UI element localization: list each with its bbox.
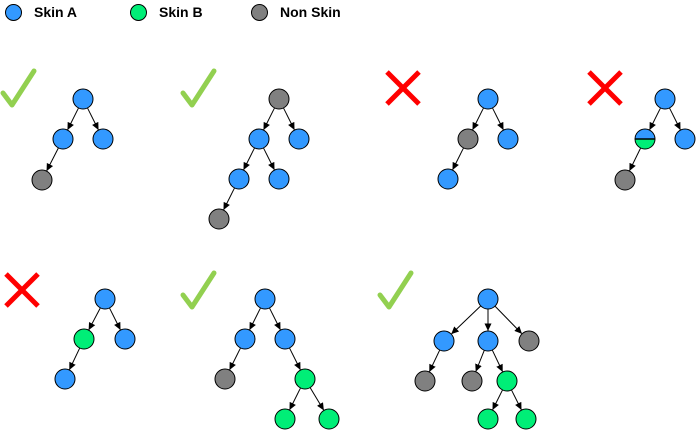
valid-check-icon bbox=[0, 68, 37, 108]
legend-non-skin-label: Non Skin bbox=[280, 4, 341, 20]
tree-node-skin-a bbox=[72, 88, 94, 110]
tree-4 bbox=[587, 70, 696, 191]
tree-node-skin-b bbox=[274, 408, 296, 430]
tree-2 bbox=[180, 68, 310, 230]
tree-edge bbox=[88, 307, 101, 331]
tree-edge bbox=[429, 349, 441, 372]
tree-edge bbox=[67, 107, 79, 131]
tree-node-skin-a bbox=[94, 288, 116, 310]
tree-node-skin-b bbox=[477, 408, 499, 430]
valid-check-icon bbox=[377, 270, 414, 310]
tree-node-skin-b bbox=[496, 370, 518, 392]
tree-node-skin-a bbox=[274, 328, 296, 350]
legend-non-skin-swatch bbox=[251, 3, 268, 21]
tree-3 bbox=[385, 70, 519, 190]
tree-node-skin-a bbox=[477, 330, 499, 352]
tree-node-non-skin bbox=[461, 370, 483, 392]
legend-skin-a-label: Skin A bbox=[34, 4, 78, 20]
tree-node-non-skin bbox=[614, 169, 636, 191]
legend-skin-b-label: Skin B bbox=[159, 4, 203, 20]
tree-node-skin-b bbox=[294, 368, 316, 390]
tree-node-skin-a bbox=[234, 328, 256, 350]
tree-edge bbox=[269, 307, 281, 331]
tree-node-non-skin bbox=[457, 128, 479, 150]
tree-1 bbox=[0, 68, 114, 191]
tree-edge bbox=[243, 147, 255, 171]
tree-7 bbox=[377, 270, 540, 430]
legend: Skin A Skin B Non Skin bbox=[0, 0, 696, 24]
tree-node-skin-a bbox=[497, 128, 519, 150]
invalid-cross-icon bbox=[4, 272, 40, 308]
tree-node-skin-a bbox=[268, 168, 290, 190]
invalid-cross-icon bbox=[587, 70, 623, 106]
tree-edge bbox=[492, 389, 503, 411]
tree-edge bbox=[472, 107, 484, 131]
tree-6 bbox=[180, 270, 340, 430]
tree-node-skin-a bbox=[288, 128, 310, 150]
legend-skin-b: Skin B bbox=[130, 1, 203, 23]
tree-node-skin-a bbox=[254, 288, 276, 310]
legend-skin-a: Skin A bbox=[5, 1, 77, 23]
invalid-cross-icon bbox=[385, 70, 421, 106]
tree-node-skin-a bbox=[477, 88, 499, 110]
legend-skin-a-swatch bbox=[5, 3, 22, 21]
tree-edge bbox=[452, 147, 464, 171]
tree-node-skin-a bbox=[114, 328, 136, 350]
tree-edge bbox=[87, 107, 99, 131]
tree-edge bbox=[263, 107, 275, 131]
tree-edge bbox=[289, 347, 301, 371]
tree-node-skin-a bbox=[228, 168, 250, 190]
tree-node-skin-a bbox=[437, 168, 459, 190]
tree-edge bbox=[649, 107, 661, 131]
tree-node-non-skin bbox=[208, 208, 230, 230]
tree-edge bbox=[511, 389, 522, 411]
tree-5 bbox=[4, 272, 136, 390]
tree-edge bbox=[669, 107, 681, 131]
tree-edge bbox=[491, 349, 503, 372]
tree-node-non-skin bbox=[31, 169, 53, 191]
tree-node-skin-a bbox=[654, 88, 676, 110]
tree-node-skin-a bbox=[674, 128, 696, 150]
tree-node-split bbox=[634, 128, 656, 150]
tree-node-skin-b bbox=[73, 328, 95, 350]
tree-edge bbox=[229, 347, 241, 371]
tree-edge bbox=[223, 187, 235, 211]
legend-skin-b-swatch bbox=[130, 3, 147, 21]
tree-edge bbox=[283, 107, 295, 131]
tree-edge bbox=[46, 147, 59, 172]
tree-edge bbox=[263, 147, 275, 171]
valid-check-icon bbox=[180, 68, 217, 108]
tree-node-skin-b bbox=[515, 408, 537, 430]
tree-edge bbox=[289, 387, 301, 411]
legend-non-skin: Non Skin bbox=[251, 1, 341, 23]
tree-node-non-skin bbox=[518, 330, 540, 352]
tree-edge bbox=[494, 305, 523, 334]
tree-edge bbox=[492, 107, 504, 131]
tree-node-skin-a bbox=[92, 128, 114, 150]
tree-edge bbox=[475, 350, 485, 372]
tree-node-skin-a bbox=[477, 288, 499, 310]
tree-edge bbox=[109, 307, 121, 331]
tree-node-skin-a bbox=[433, 330, 455, 352]
tree-edge bbox=[249, 307, 261, 331]
tree-edge bbox=[629, 147, 642, 172]
tree-node-skin-a bbox=[248, 128, 270, 150]
tree-node-non-skin bbox=[214, 368, 236, 390]
tree-edge bbox=[69, 347, 81, 370]
tree-edge bbox=[451, 305, 482, 335]
valid-check-icon bbox=[180, 270, 217, 310]
tree-node-non-skin bbox=[414, 370, 436, 392]
tree-edge bbox=[309, 387, 325, 411]
tree-node-skin-b bbox=[318, 408, 340, 430]
tree-node-skin-a bbox=[52, 128, 74, 150]
tree-node-skin-a bbox=[54, 368, 76, 390]
tree-node-non-skin bbox=[268, 88, 290, 110]
